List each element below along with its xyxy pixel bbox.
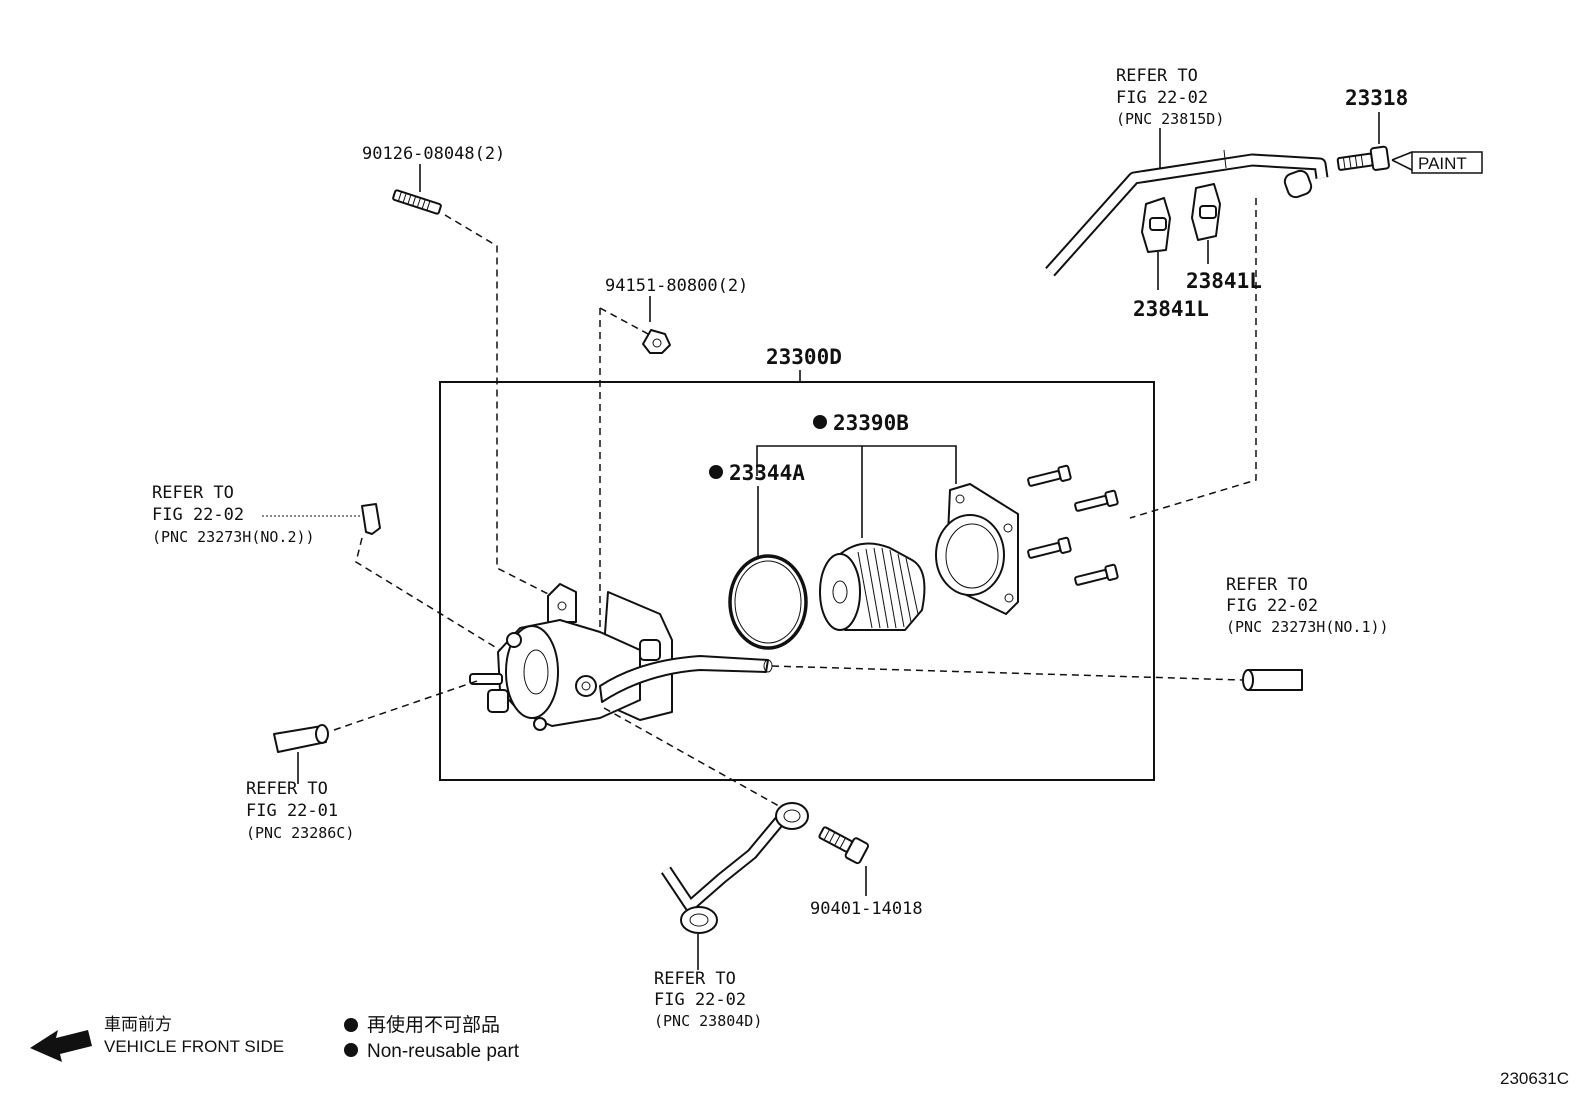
legend-nonreuse-en: Non-reusable part: [367, 1041, 520, 1062]
svg-text:REFER TO: REFER TO: [1116, 66, 1198, 86]
o-ring-callout: 23344A: [729, 461, 805, 485]
svg-text:FIG 22-01: FIG 22-01: [246, 801, 338, 821]
union-bolt-top-callout: 23318: [1345, 86, 1408, 110]
svg-text:(PNC 23804D): (PNC 23804D): [654, 1012, 762, 1030]
union-bolt-bottom-callout: 90401-14018: [810, 899, 923, 919]
cover-bolt-4: [1074, 563, 1119, 586]
filter-element-part: [819, 542, 926, 631]
bottom-oil-pipe-part: [661, 802, 809, 934]
cover-bolt-2: [1074, 489, 1119, 512]
svg-text:(PNC 23286C): (PNC 23286C): [246, 824, 354, 842]
legend-front-en: VEHICLE FRONT SIDE: [104, 1037, 284, 1056]
svg-text:FIG 22-02: FIG 22-02: [1116, 88, 1208, 108]
bottom-refer: REFER TO FIG 22-02 (PNC 23804D): [654, 969, 762, 1030]
svg-text:FIG 22-02: FIG 22-02: [654, 990, 746, 1010]
svg-text:(PNC 23273H(NO.2)): (PNC 23273H(NO.2)): [152, 528, 315, 546]
left-lower-refer: REFER TO FIG 22-01 (PNC 23286C): [246, 779, 354, 842]
union-bolt-top-part: [1336, 145, 1390, 171]
svg-text:REFER TO: REFER TO: [654, 969, 736, 989]
right-middle-refer: REFER TO FIG 22-02 (PNC 23273H(NO.1)): [1226, 575, 1389, 636]
legend-bullet-jp: [344, 1018, 358, 1032]
svg-text:FIG 22-02: FIG 22-02: [1226, 596, 1318, 616]
vehicle-front-arrow-icon: [30, 1030, 92, 1062]
nonreuse-bullet-filter: [813, 415, 827, 429]
svg-text:(PNC 23273H(NO.1)): (PNC 23273H(NO.1)): [1226, 618, 1389, 636]
stud-callout: 90126-08048(2): [362, 144, 505, 164]
hose-no1-part: [1242, 669, 1303, 691]
legend-bullet-en: [344, 1043, 358, 1057]
svg-text:PAINT: PAINT: [1418, 154, 1467, 173]
union-bolt-bottom-part: [818, 826, 869, 865]
svg-text:FIG 22-02: FIG 22-02: [152, 505, 244, 525]
legend-front-jp: 車両前方: [104, 1015, 172, 1034]
clamp-right-part: [1191, 183, 1221, 241]
assembly-callout: 23300D: [766, 345, 842, 369]
clamp-left-callout: 23841L: [1133, 297, 1209, 321]
filter-element-callout: 23390B: [833, 411, 909, 435]
svg-text:(PNC 23815D): (PNC 23815D): [1116, 110, 1224, 128]
cover-bolt-1: [1027, 464, 1072, 487]
stud-bolt-part: [392, 189, 442, 215]
top-right-pipe-part: [1045, 149, 1329, 277]
nut-part: [642, 329, 671, 354]
assembly-box: [439, 381, 1155, 781]
top-right-refer: REFER TO FIG 22-02 (PNC 23815D): [1116, 66, 1224, 128]
paint-tag: [1411, 151, 1483, 174]
legend-nonreuse-jp: 再使用不可部品: [367, 1014, 500, 1036]
figure-id: 230631C: [1500, 1069, 1569, 1088]
hose-left-part: [273, 724, 329, 753]
cover-bolt-3: [1027, 536, 1072, 559]
nonreuse-bullet-oring: [709, 465, 723, 479]
vacuum-pump-part: [469, 583, 773, 731]
svg-text:REFER TO: REFER TO: [1226, 575, 1308, 595]
left-upper-refer: REFER TO FIG 22-02 (PNC 23273H(NO.2)): [152, 483, 315, 546]
o-ring-part: [728, 554, 808, 650]
nut-callout: 94151-80800(2): [605, 276, 748, 296]
svg-text:REFER TO: REFER TO: [246, 779, 328, 799]
hose-no2-part: [361, 503, 381, 535]
clamp-right-callout: 23841L: [1186, 269, 1262, 293]
filter-cover-part: [935, 483, 1019, 615]
clamp-left-part: [1141, 197, 1171, 253]
svg-text:REFER TO: REFER TO: [152, 483, 234, 503]
